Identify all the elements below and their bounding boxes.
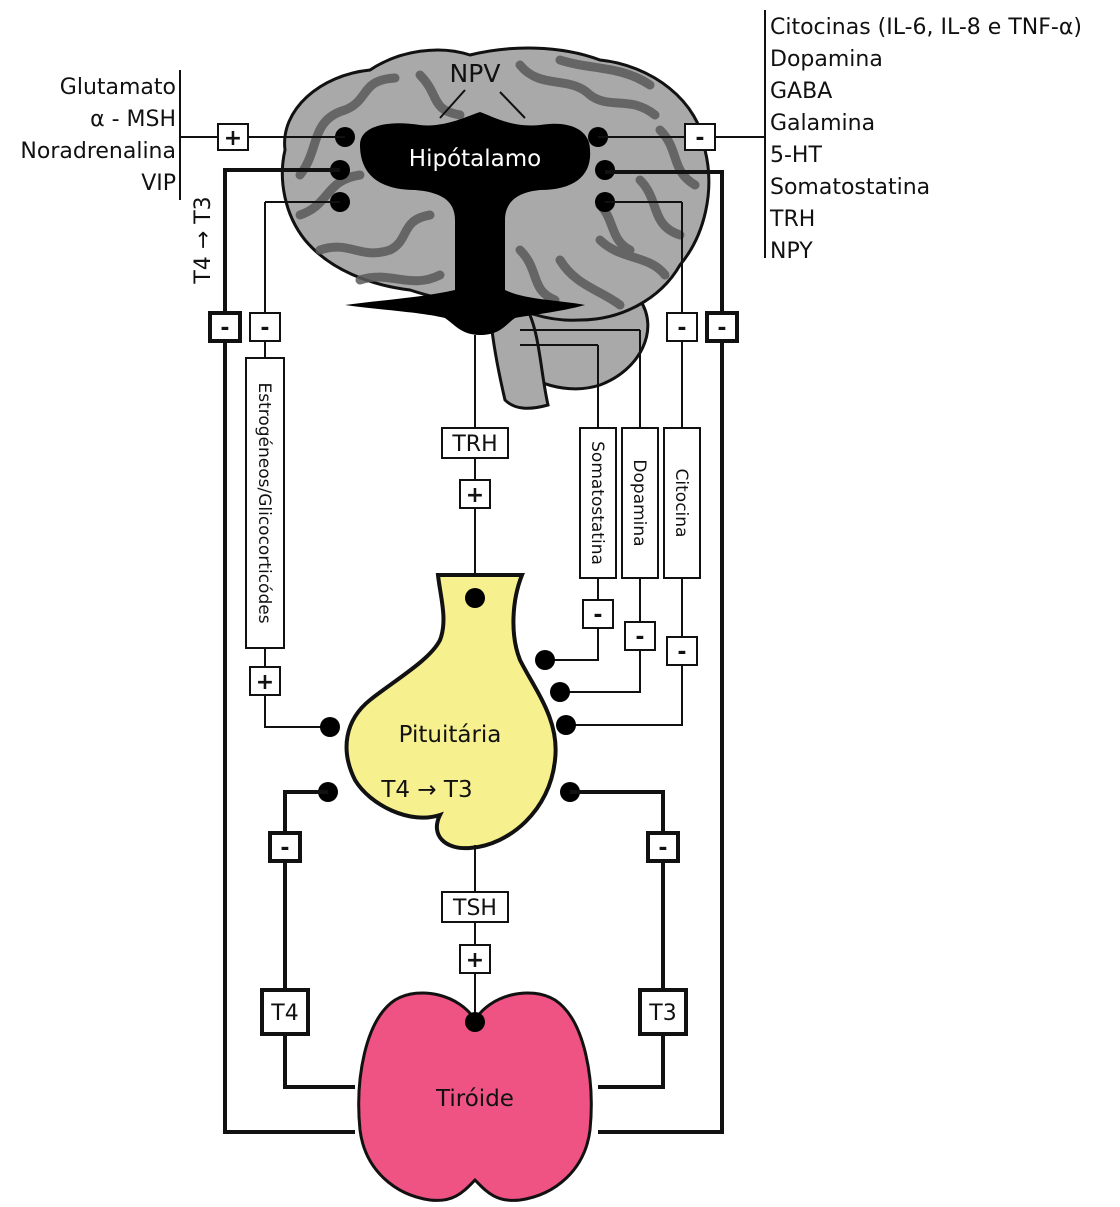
receptor-dot-pituitary-right-1 bbox=[535, 650, 555, 670]
svg-text:-: - bbox=[677, 316, 686, 341]
hypothalamus-label: Hipótalamo bbox=[409, 146, 541, 172]
svg-text:-: - bbox=[280, 836, 289, 861]
svg-text:-: - bbox=[717, 316, 726, 341]
inhibitor-item: Galamina bbox=[770, 111, 875, 136]
receptor-dot-thyroid bbox=[465, 1012, 485, 1032]
cytokine-label: Citocina bbox=[671, 469, 691, 538]
pituitary: Pituitária T4 → T3 bbox=[318, 575, 580, 848]
inhibitor-item: Dopamina bbox=[770, 47, 883, 72]
t3-label: T3 bbox=[648, 1001, 676, 1026]
inhibitor-item: Somatostatina bbox=[770, 175, 930, 200]
stimulator-item: Noradrenalina bbox=[20, 139, 176, 164]
tsh-label: TSH bbox=[452, 896, 497, 921]
pituitary-label: Pituitária bbox=[399, 722, 502, 748]
trh-label: TRH bbox=[451, 432, 497, 457]
svg-text:-: - bbox=[220, 316, 229, 341]
t4-label: T4 bbox=[270, 1001, 298, 1026]
svg-text:-: - bbox=[695, 126, 704, 151]
svg-text:-: - bbox=[593, 603, 602, 628]
receptor-dot-pituitary-right-2 bbox=[550, 682, 570, 702]
brain: Hipótalamo NPV bbox=[265, 48, 709, 408]
svg-text:+: + bbox=[466, 483, 484, 508]
stimulator-item: VIP bbox=[141, 171, 176, 196]
svg-text:-: - bbox=[260, 316, 269, 341]
thyroid-label: Tiróide bbox=[435, 1086, 514, 1112]
inhibitor-item: TRH bbox=[769, 207, 815, 232]
receptor-dot-pituitary-top bbox=[465, 588, 485, 608]
svg-text:-: - bbox=[658, 836, 667, 861]
pituitary-body bbox=[347, 575, 556, 848]
tsh-pathway: TSH + bbox=[442, 845, 508, 1020]
left-conversion-label: T4 → T3 bbox=[191, 196, 216, 284]
svg-text:-: - bbox=[677, 640, 686, 665]
svg-text:+: + bbox=[256, 670, 274, 695]
estrogens-pathway: - Estrogéneos/Glicocorticódes + bbox=[246, 202, 330, 727]
inhibitor-item: 5-HT bbox=[770, 143, 822, 168]
inhibitor-item: Citocinas (IL-6, IL-8 e TNF-α) bbox=[770, 15, 1082, 40]
svg-text:+: + bbox=[224, 126, 242, 151]
receptor-dot-pituitary-right-3 bbox=[556, 715, 576, 735]
somatostatin-label: Somatostatina bbox=[587, 441, 607, 565]
npv-label: NPV bbox=[450, 59, 501, 88]
svg-text:+: + bbox=[466, 948, 484, 973]
dopamine-label: Dopamina bbox=[629, 459, 649, 546]
inhibitor-item: NPY bbox=[770, 239, 813, 264]
estrogens-label: Estrogéneos/Glicocorticódes bbox=[254, 382, 274, 623]
pituitary-conversion-label: T4 → T3 bbox=[380, 777, 472, 803]
stimulator-item: α - MSH bbox=[90, 107, 176, 132]
receptor-dot-pituitary-left-upper bbox=[320, 717, 340, 737]
inhibitor-item: GABA bbox=[770, 79, 832, 104]
svg-text:-: - bbox=[635, 625, 644, 650]
thyroid: Tiróide bbox=[359, 993, 591, 1200]
stimulator-item: Glutamato bbox=[60, 75, 176, 100]
